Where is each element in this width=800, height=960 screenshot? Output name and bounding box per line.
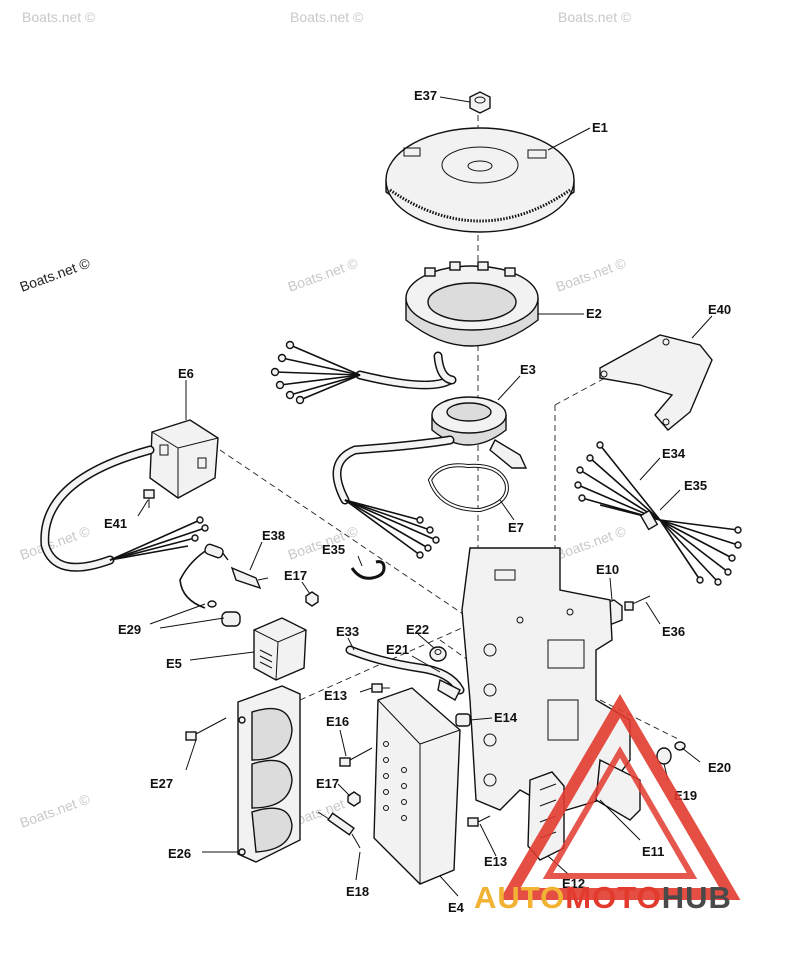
stator-e2 (270, 261, 539, 405)
connector-e18 (317, 811, 361, 849)
coil-pack-e26 (237, 685, 301, 863)
logo-part-auto: AUTO (474, 880, 565, 915)
bolt-e13 (371, 683, 390, 693)
callout-e18: E18 (346, 884, 369, 899)
bracket-e40 (599, 334, 713, 431)
callout-e21: E21 (386, 642, 409, 657)
watermark: Boats.net © (290, 9, 364, 25)
callout-e4: E4 (448, 900, 465, 915)
grommet-e22 (429, 646, 447, 662)
leader-lines (137, 96, 713, 897)
callout-e27: E27 (150, 776, 173, 791)
callout-e16: E16 (326, 714, 349, 729)
nut-e37 (469, 91, 491, 114)
callout-e17: E17 (284, 568, 307, 583)
callout-e20: E20 (708, 760, 731, 775)
harness-e34 (574, 441, 742, 586)
watermark: Boats.net © (558, 9, 632, 25)
nut-e17 (347, 791, 361, 807)
watermark: Boats.net © (22, 9, 96, 25)
callout-e17: E17 (316, 776, 339, 791)
logo-wordmark: AUTOMOTOHUB (474, 880, 732, 915)
watermark: Boats.net © (18, 790, 93, 830)
bolt-e16 (339, 747, 373, 767)
callout-e41: E41 (104, 516, 127, 531)
callout-e11: E11 (642, 844, 664, 859)
coil-e5 (253, 617, 307, 681)
svg-text:AUTOMOTOHUB: AUTOMOTOHUB (474, 880, 732, 915)
flywheel-e1 (385, 127, 575, 233)
logo-part-hub: HUB (662, 880, 732, 915)
logo-part-moto: MOTO (565, 880, 661, 915)
watermark: Boats.net © (554, 522, 629, 562)
callout-e36: E36 (662, 624, 685, 639)
callout-e1: E1 (592, 120, 608, 135)
watermark: Boats.net © (554, 254, 629, 294)
callout-e5: E5 (166, 656, 182, 671)
callout-e34: E34 (662, 446, 686, 461)
nut-e17 (305, 591, 319, 607)
logo-triangle-icon (499, 694, 741, 900)
callout-e35: E35 (684, 478, 707, 493)
callout-e33: E33 (336, 624, 359, 639)
callout-e40: E40 (708, 302, 731, 317)
callout-e12: E12 (562, 876, 585, 891)
callout-e26: E26 (168, 846, 191, 861)
trigger-e3 (332, 396, 528, 559)
sensor-e38 (230, 566, 269, 590)
cable-e33 (345, 645, 465, 701)
bracket-e11 (595, 758, 641, 821)
callout-e13: E13 (484, 854, 507, 869)
callout-e6: E6 (178, 366, 194, 381)
callout-e29: E29 (118, 622, 141, 637)
screw-e27 (185, 717, 227, 741)
bolt-e13 (467, 815, 491, 827)
bolt-e36 (624, 595, 651, 611)
callout-e7: E7 (508, 520, 524, 535)
screw-e41 (143, 489, 155, 508)
callout-e13: E13 (324, 688, 347, 703)
mounting-plate (461, 547, 631, 813)
callout-e37: E37 (414, 88, 437, 103)
callout-e35: E35 (322, 542, 345, 557)
callout-labels: E37 E1 E2 E40 E3 E6 E34 E35 E7 E41 E38 E… (104, 88, 731, 915)
watermark: Boats.net © (286, 254, 361, 294)
callout-e2: E2 (586, 306, 602, 321)
bushing-e14 (455, 713, 471, 727)
watermark: Boats.net © (18, 254, 93, 294)
callout-e10: E10 (596, 562, 619, 577)
seal-e7 (427, 463, 509, 513)
switch-box-e4 (373, 687, 461, 885)
rectifier-e6 (40, 419, 219, 572)
plug-wires-e29 (179, 543, 241, 627)
callout-e38: E38 (262, 528, 285, 543)
callout-e22: E22 (406, 622, 429, 637)
callout-e14: E14 (494, 710, 518, 725)
clamp-e35 (350, 560, 386, 580)
callout-e3: E3 (520, 362, 536, 377)
